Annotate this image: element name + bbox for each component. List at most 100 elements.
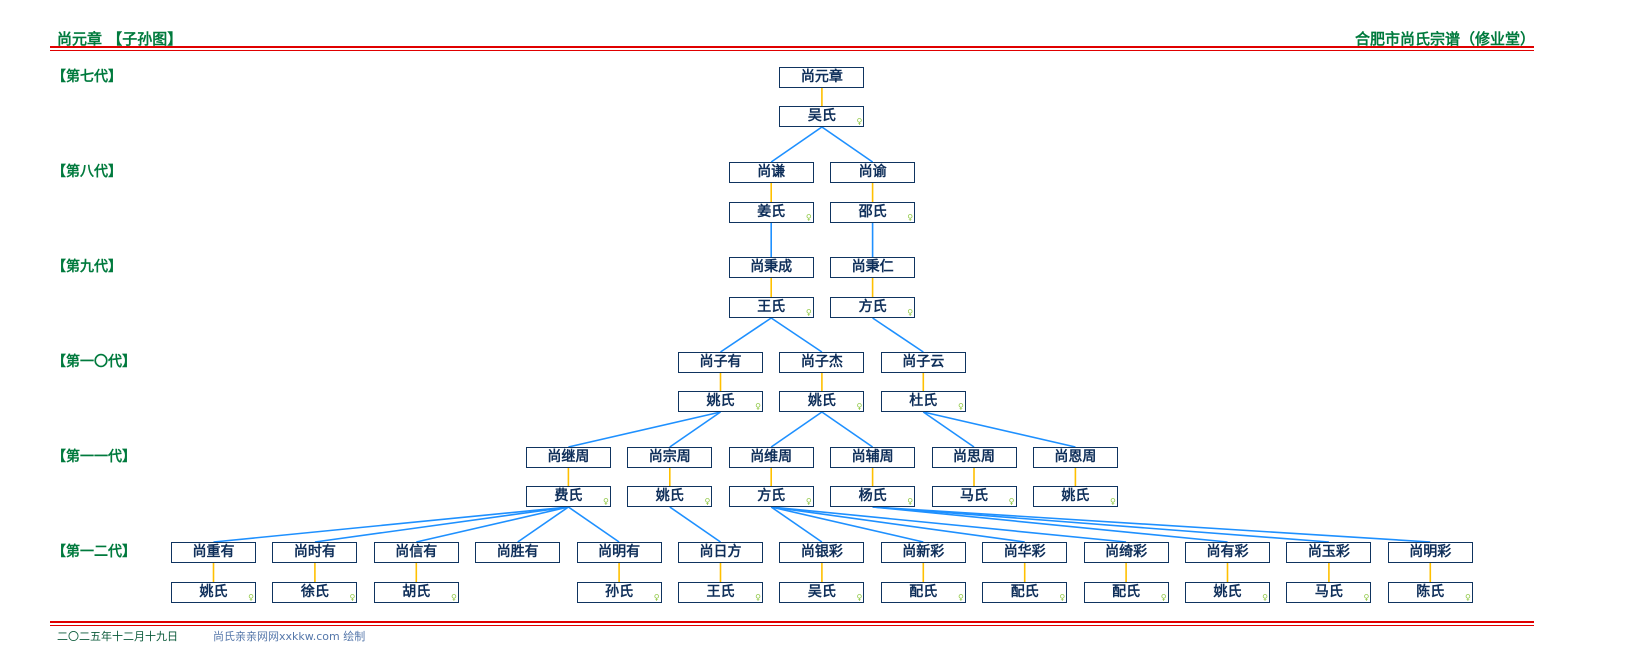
person-box[interactable]: 尚元章 <box>779 67 865 88</box>
person-box-label: 尚胜有 <box>496 544 539 560</box>
person-box-label: 尚辅周 <box>851 449 894 465</box>
spouse-box-label: 费氏 <box>554 488 583 504</box>
person-box-label: 尚玉彩 <box>1307 544 1350 560</box>
spouse-box[interactable]: 杨氏 ♀ <box>830 486 916 507</box>
spouse-box[interactable]: 费氏♀ <box>525 486 611 507</box>
spouse-box[interactable]: 姚氏♀ <box>627 486 713 507</box>
female-icon: ♀ <box>957 402 964 411</box>
spouse-box[interactable]: 配氏♀ <box>982 582 1068 603</box>
female-icon: ♀ <box>957 593 964 602</box>
person-box[interactable]: 尚玉彩 <box>1286 542 1372 563</box>
page-title: 尚元章 【子孙图】 <box>57 30 183 48</box>
person-box-label: 尚明有 <box>598 544 641 560</box>
person-box[interactable]: 尚恩周 <box>1032 447 1118 468</box>
female-icon: ♀ <box>1464 593 1471 602</box>
spouse-box[interactable]: 姚氏 ♀ <box>779 391 865 412</box>
person-box[interactable]: 尚宗周 <box>627 447 713 468</box>
spouse-box[interactable]: 方氏♀ <box>830 297 916 318</box>
person-box[interactable]: 尚时有 <box>272 542 358 563</box>
spouse-box[interactable]: 徐氏♀ <box>272 582 358 603</box>
person-box[interactable]: 尚银彩 <box>779 542 865 563</box>
person-box[interactable]: 尚思周 <box>931 447 1017 468</box>
spouse-box[interactable]: 方氏♀ <box>728 486 814 507</box>
spouse-box[interactable]: 孙氏♀ <box>576 582 662 603</box>
person-box[interactable]: 尚有彩 <box>1185 542 1270 563</box>
descent-line <box>922 411 975 448</box>
female-icon: ♀ <box>907 497 914 506</box>
spouse-box[interactable]: 姚氏♀ <box>1032 486 1118 507</box>
spouse-box-label: 姚氏 <box>1061 488 1090 504</box>
spouse-box-label: 王氏 <box>706 584 735 600</box>
female-icon: ♀ <box>248 593 254 602</box>
person-box[interactable]: 尚辅周 <box>830 447 916 468</box>
person-box-label: 尚子杰 <box>800 354 843 370</box>
generation-label: 【第八代】 <box>52 164 122 180</box>
spouse-box-label: 杨氏 <box>858 488 887 504</box>
spouse-box[interactable]: 邵氏♀ <box>830 202 916 223</box>
person-box[interactable]: 尚明有 <box>576 542 662 563</box>
spouse-box[interactable]: 吴氏♀ <box>779 582 865 603</box>
footer-credit: 尚氏亲亲网网xxkkw.com 绘制 <box>213 630 366 643</box>
spouse-box[interactable]: 陈氏 ♀ <box>1387 582 1473 603</box>
spouse-box[interactable]: 胡氏 ♀ <box>373 582 459 603</box>
descent-line <box>821 126 874 163</box>
descent-line <box>770 411 823 448</box>
spouse-box[interactable]: 配氏♀ <box>880 582 966 603</box>
spouse-box-label: 胡氏 <box>402 584 431 600</box>
spouse-box-label: 杜氏 <box>909 393 938 409</box>
person-box[interactable]: 尚信有 <box>373 542 459 563</box>
person-box[interactable]: 尚胜有 <box>475 542 561 563</box>
spouse-box-label: 马氏 <box>960 488 988 504</box>
person-box-label: 尚日方 <box>699 544 742 560</box>
spouse-box-label: 吴氏 <box>807 108 836 124</box>
spouse-box[interactable]: 马氏♀ <box>1286 582 1372 603</box>
person-box[interactable]: 尚子云 <box>880 352 966 373</box>
spouse-box[interactable]: 姜氏♀ <box>728 202 814 223</box>
person-box-label: 尚秉仁 <box>851 259 894 275</box>
female-icon: ♀ <box>755 593 761 602</box>
person-box-label: 尚秉成 <box>750 259 793 275</box>
spouse-box[interactable]: 配氏♀ <box>1083 582 1169 603</box>
spouse-box[interactable]: 王氏 ♀ <box>678 582 763 603</box>
person-box[interactable]: 尚华彩 <box>982 542 1068 563</box>
female-icon: ♀ <box>1059 593 1066 602</box>
female-icon: ♀ <box>1262 593 1268 602</box>
spouse-box[interactable]: 吴氏♀ <box>779 106 865 127</box>
person-box[interactable]: 尚秉成 <box>728 257 814 278</box>
spouse-box[interactable]: 姚氏♀ <box>678 391 763 412</box>
person-box[interactable]: 尚新彩 <box>880 542 966 563</box>
spouse-box[interactable]: 杜氏 ♀ <box>880 391 966 412</box>
spouse-box[interactable]: 姚氏♀ <box>171 582 256 603</box>
genealogy-name: 合肥市尚氏宗谱（修业堂） <box>1354 30 1535 48</box>
spouse-box[interactable]: 王氏♀ <box>728 297 814 318</box>
person-box[interactable]: 尚维周 <box>728 447 814 468</box>
female-icon: ♀ <box>856 402 863 411</box>
person-box[interactable]: 尚子杰 <box>779 352 865 373</box>
female-icon: ♀ <box>450 593 457 602</box>
female-icon: ♀ <box>907 308 914 317</box>
spouse-box-label: 陈氏 <box>1416 584 1445 600</box>
descent-line <box>669 411 721 448</box>
person-box[interactable]: 尚日方 <box>678 542 763 563</box>
person-box-label: 尚新彩 <box>902 544 945 560</box>
person-box[interactable]: 尚子有 <box>678 352 763 373</box>
person-box[interactable]: 尚绮彩 <box>1083 542 1169 563</box>
person-box[interactable]: 尚重有 <box>171 542 256 563</box>
spouse-box-label: 姚氏 <box>807 393 836 409</box>
female-icon: ♀ <box>755 402 761 411</box>
person-box-label: 尚绮彩 <box>1105 544 1148 560</box>
descent-line <box>872 506 1228 543</box>
descent-line <box>770 317 823 353</box>
person-box[interactable]: 尚秉仁 <box>830 257 916 278</box>
spouse-box[interactable]: 姚氏♀ <box>1185 582 1270 603</box>
spouse-box[interactable]: 马氏♀ <box>931 486 1017 507</box>
person-box[interactable]: 尚继周 <box>525 447 611 468</box>
descent-line <box>568 411 721 448</box>
descent-line <box>771 506 1127 543</box>
person-box[interactable]: 尚明彩 <box>1387 542 1473 563</box>
descent-line <box>771 506 924 543</box>
person-box-label: 尚银彩 <box>800 544 843 560</box>
person-box[interactable]: 尚谕 <box>830 162 916 183</box>
person-box[interactable]: 尚谦 <box>728 162 814 183</box>
